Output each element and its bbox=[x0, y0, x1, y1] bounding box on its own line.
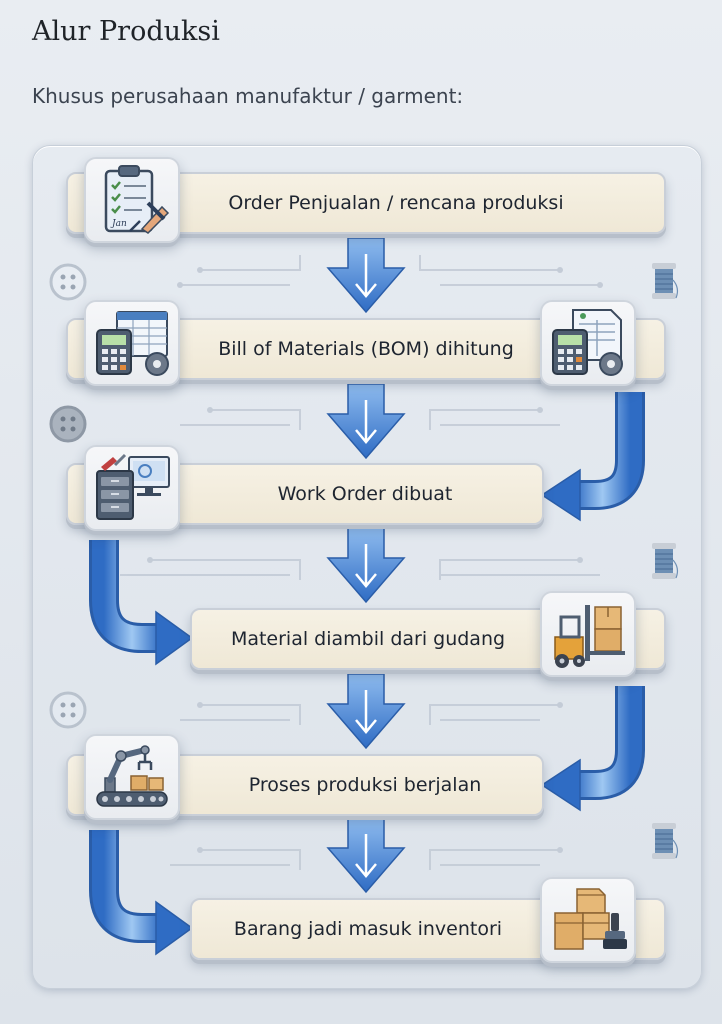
sewing-button-icon bbox=[49, 405, 87, 443]
icon-tile-bom-right bbox=[540, 300, 636, 386]
forklift-icon bbox=[554, 605, 625, 668]
robot-arm-conveyor-icon bbox=[96, 745, 168, 807]
icon-tile-produksi bbox=[84, 734, 180, 820]
icon-tile-inventori bbox=[540, 877, 636, 963]
thread-spool-icon bbox=[652, 543, 679, 579]
step-label: Material diambil dari gudang bbox=[230, 628, 506, 650]
page-subtitle: Khusus perusahaan manufaktur / garment: bbox=[32, 84, 464, 108]
icon-tile-material bbox=[540, 591, 636, 677]
sewing-button-icon bbox=[49, 263, 87, 301]
icon-tile-work-order bbox=[84, 445, 180, 531]
calculator-spreadsheet-icon bbox=[96, 311, 169, 376]
step-label: Order Penjualan / rencana produksi bbox=[228, 192, 564, 214]
thread-spool-icon bbox=[652, 823, 679, 859]
clipboard-signature-icon: Jan bbox=[104, 165, 170, 234]
thread-spool-icon bbox=[652, 263, 679, 299]
toolbox-computer-icon bbox=[96, 453, 170, 520]
step-label: Barang jadi masuk inventori bbox=[233, 918, 503, 940]
sewing-button-icon bbox=[49, 691, 87, 729]
icon-tile-bom-left bbox=[84, 300, 180, 386]
boxes-stamp-icon bbox=[554, 888, 627, 950]
icon-tile-order: Jan bbox=[84, 157, 180, 243]
step-label: Proses produksi berjalan bbox=[248, 774, 482, 796]
step-label: Bill of Materials (BOM) dihitung bbox=[218, 338, 514, 360]
step-label: Work Order dibuat bbox=[277, 483, 453, 505]
calculator-document-icon bbox=[552, 309, 623, 376]
signature-text: Jan bbox=[110, 219, 127, 229]
page-title: Alur Produksi bbox=[32, 16, 220, 47]
